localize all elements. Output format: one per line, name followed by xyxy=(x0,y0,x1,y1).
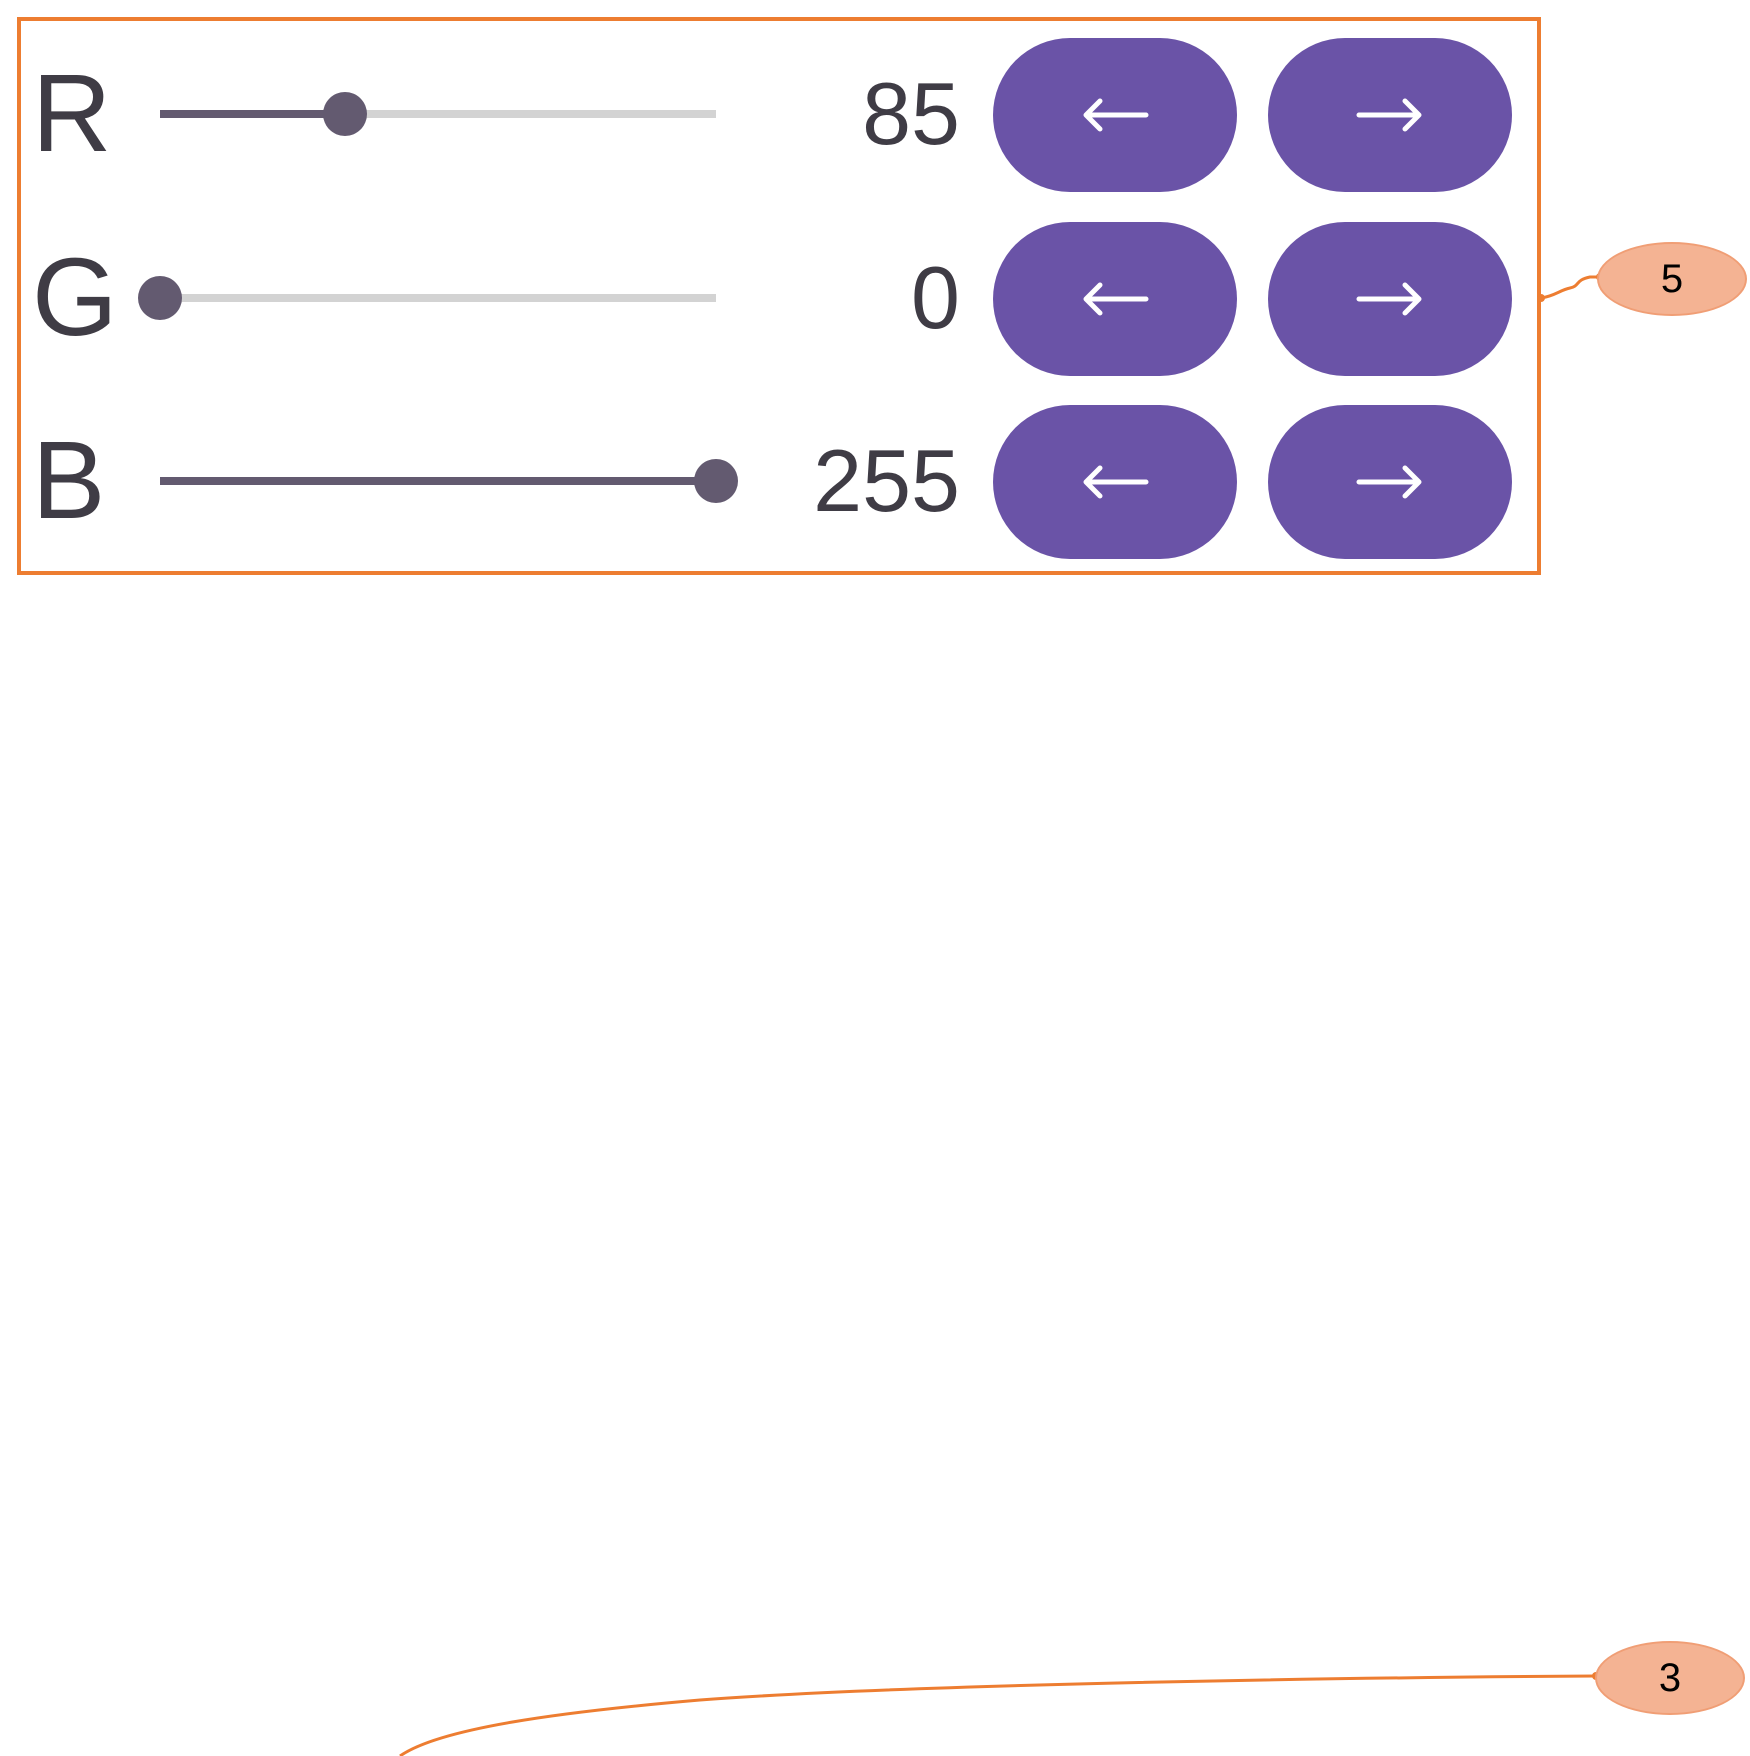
increment-button[interactable] xyxy=(1268,38,1512,192)
channel-value: 255 xyxy=(813,431,960,530)
channel-row-g: G 0 xyxy=(0,218,1750,378)
channel-row-b: B 255 xyxy=(0,401,1750,561)
annotation-badge-5: 5 xyxy=(1597,242,1747,316)
annotation-badge-3: 3 xyxy=(1595,1641,1745,1715)
slider-fill xyxy=(160,477,716,485)
arrow-left-icon xyxy=(1080,462,1150,502)
decrement-button[interactable] xyxy=(993,38,1237,192)
arrow-right-icon xyxy=(1355,95,1425,135)
slider-thumb[interactable] xyxy=(323,92,368,136)
slider-thumb[interactable] xyxy=(694,459,738,503)
callout-dot xyxy=(1537,294,1545,302)
callout-line-3 xyxy=(399,1674,1597,1756)
slider-b[interactable] xyxy=(160,459,738,503)
callout-line-5 xyxy=(1540,275,1600,300)
channel-row-r: R 85 xyxy=(0,34,1750,194)
slider-fill xyxy=(160,110,346,118)
slider-r[interactable] xyxy=(160,92,716,136)
slider-g[interactable] xyxy=(138,276,716,320)
arrow-right-icon xyxy=(1355,279,1425,319)
increment-button[interactable] xyxy=(1268,405,1512,559)
decrement-button[interactable] xyxy=(993,405,1237,559)
slider-track xyxy=(160,294,716,302)
arrow-left-icon xyxy=(1080,95,1150,135)
arrow-left-icon xyxy=(1080,279,1150,319)
channel-label: G xyxy=(32,236,118,359)
increment-button[interactable] xyxy=(1268,222,1512,376)
channel-value: 85 xyxy=(862,64,960,163)
channel-value: 0 xyxy=(911,248,960,347)
decrement-button[interactable] xyxy=(993,222,1237,376)
channel-label: R xyxy=(32,52,112,175)
arrow-right-icon xyxy=(1355,462,1425,502)
channel-label: B xyxy=(32,419,106,542)
slider-track xyxy=(160,110,716,118)
slider-thumb[interactable] xyxy=(138,276,182,320)
